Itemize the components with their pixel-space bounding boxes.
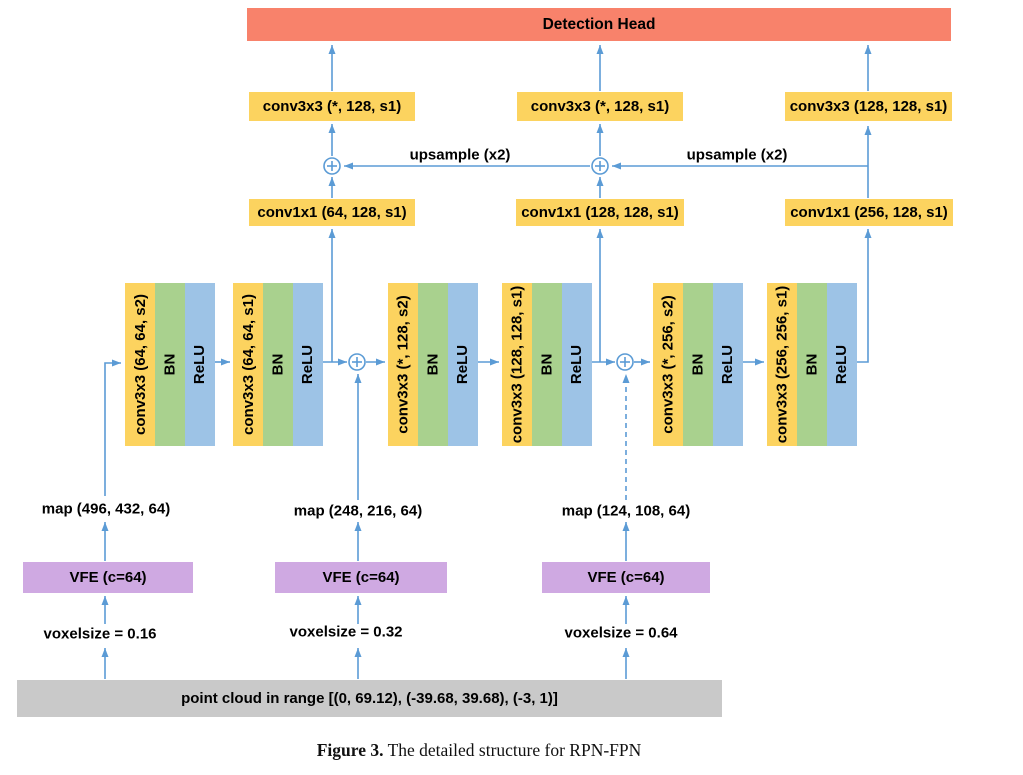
bn-bar: BN [532, 283, 562, 446]
conv-bar: conv3x3 (256, 256, s1) [767, 283, 797, 446]
top-conv-box-3: conv3x3 (128, 128, s1) [785, 92, 952, 121]
bn-bar: BN [155, 283, 185, 446]
relu-bar: ReLU [448, 283, 478, 446]
add-icon [591, 157, 609, 175]
add-node-icons [323, 157, 634, 371]
vfe-box-3: VFE (c=64) [542, 562, 710, 593]
voxelsize-label-3: voxelsize = 0.64 [564, 624, 678, 642]
relu-bar: ReLU [293, 283, 323, 446]
upsample-label-2: upsample (x2) [686, 146, 788, 164]
voxelsize-label-2: voxelsize = 0.32 [289, 623, 403, 641]
bn-bar: BN [418, 283, 448, 446]
conv-bar: conv3x3 (*, 256, s2) [653, 283, 683, 446]
add-icon [348, 353, 366, 371]
lateral-conv-box-1: conv1x1 (64, 128, s1) [249, 199, 415, 226]
map-size-label-2: map (248, 216, 64) [293, 502, 423, 520]
conv-bar: conv3x3 (128, 128, s1) [502, 283, 532, 446]
detection-head-box: Detection Head [247, 8, 951, 41]
bn-bar: BN [683, 283, 713, 446]
map-size-label-3: map (124, 108, 64) [561, 502, 691, 520]
relu-bar: ReLU [827, 283, 857, 446]
column1-wires [101, 359, 121, 679]
fpn-upper-wires [328, 45, 872, 198]
bn-bar: BN [797, 283, 827, 446]
vfe-box-1: VFE (c=64) [23, 562, 193, 593]
top-conv-box-2: conv3x3 (*, 128, s1) [517, 92, 683, 121]
upsample-label-1: upsample (x2) [409, 146, 511, 164]
figure-caption-text: The detailed structure for RPN-FPN [387, 740, 642, 760]
lateral-conv-box-3: conv1x1 (256, 128, s1) [785, 199, 953, 226]
figure-caption-label: Figure 3. [316, 740, 384, 760]
vfe-box-2: VFE (c=64) [275, 562, 447, 593]
voxelsize-label-1: voxelsize = 0.16 [43, 625, 157, 643]
backbone-row-wires [215, 229, 872, 366]
conv-bar: conv3x3 (*, 128, s2) [388, 283, 418, 446]
figure-caption: Figure 3. The detailed structure for RPN… [0, 740, 958, 761]
relu-bar: ReLU [185, 283, 215, 446]
map-size-label-1: map (496, 432, 64) [41, 500, 171, 518]
point-cloud-box: point cloud in range [(0, 69.12), (-39.6… [17, 680, 722, 717]
add-icon [616, 353, 634, 371]
add-icon [323, 157, 341, 175]
relu-bar: ReLU [562, 283, 592, 446]
top-conv-box-1: conv3x3 (*, 128, s1) [249, 92, 415, 121]
relu-bar: ReLU [713, 283, 743, 446]
bn-bar: BN [263, 283, 293, 446]
lateral-conv-box-2: conv1x1 (128, 128, s1) [516, 199, 684, 226]
conv-bar: conv3x3 (64, 64, s1) [233, 283, 263, 446]
conv-bar: conv3x3 (64, 64, s2) [125, 283, 155, 446]
